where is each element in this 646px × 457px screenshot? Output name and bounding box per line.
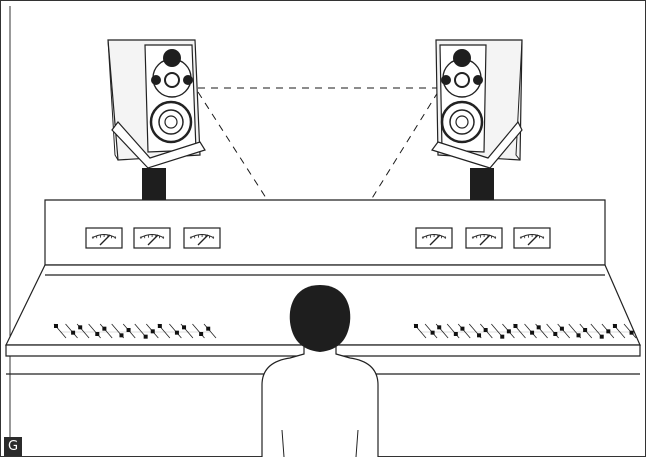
fader-knob — [484, 328, 488, 332]
speaker-left — [108, 40, 205, 168]
fader-knob — [477, 333, 481, 337]
fader-knob — [119, 333, 123, 337]
fader-knob — [460, 327, 464, 331]
fader-knob — [537, 325, 541, 329]
vu-meter-right-2 — [466, 228, 502, 248]
speaker-right-mid-right — [473, 75, 483, 85]
vu-meter-left-1 — [86, 228, 122, 248]
fader-knob — [530, 331, 534, 335]
vu-meter-right-1 — [416, 228, 452, 248]
vu-meter-left-3 — [184, 228, 220, 248]
speaker-right-tweeter — [455, 73, 469, 87]
fader-knob — [151, 329, 155, 333]
speaker-stand-left — [142, 168, 166, 200]
fader-knob — [127, 328, 131, 332]
fader-knob — [560, 327, 564, 331]
speaker-right-port — [453, 49, 471, 67]
fader-knob — [613, 324, 617, 328]
meters-right — [416, 228, 550, 248]
fader-knob — [414, 324, 418, 328]
listener-head — [290, 285, 351, 352]
vu-meter-left-2 — [134, 228, 170, 248]
vu-meter-right-3 — [514, 228, 550, 248]
fader-knob — [158, 324, 162, 328]
fader-knob — [454, 332, 458, 336]
speaker-left-mid-left — [151, 75, 161, 85]
fader-knob — [199, 332, 203, 336]
speaker-stand-right — [470, 168, 494, 200]
listener-body — [262, 340, 378, 457]
fader-knob — [630, 331, 634, 335]
fader-knob — [175, 331, 179, 335]
panel-label: G — [4, 437, 22, 456]
fader-knob — [182, 325, 186, 329]
fader-knob — [583, 328, 587, 332]
fader-knob — [144, 335, 148, 339]
fader-knob — [553, 332, 557, 336]
fader-knob — [513, 324, 517, 328]
meters-left — [86, 228, 220, 248]
speaker-right — [432, 40, 522, 168]
fader-knob — [431, 331, 435, 335]
fader-knob — [507, 329, 511, 333]
fader-knob — [600, 335, 604, 339]
fader-knob — [500, 335, 504, 339]
speaker-left-dust-cap — [165, 116, 177, 128]
speaker-right-mid-left — [441, 75, 451, 85]
fader-knob — [78, 325, 82, 329]
fader-knob — [54, 324, 58, 328]
speaker-left-port — [163, 49, 181, 67]
fader-knob — [102, 327, 106, 331]
fader-knob — [437, 325, 441, 329]
fader-knob — [206, 327, 210, 331]
speaker-left-mid-right — [183, 75, 193, 85]
fader-knob — [71, 331, 75, 335]
fader-knob — [95, 332, 99, 336]
fader-knob — [577, 333, 581, 337]
speaker-left-tweeter — [165, 73, 179, 87]
speaker-right-dust-cap — [456, 116, 468, 128]
fader-knob — [606, 329, 610, 333]
